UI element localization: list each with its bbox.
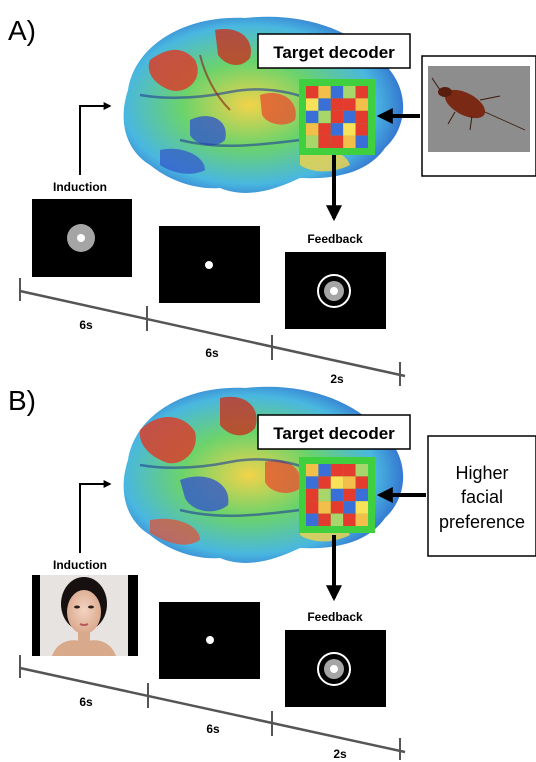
arrow-induction-to-brain xyxy=(79,480,112,553)
decoder-label-box xyxy=(257,414,411,450)
decoder-cell xyxy=(318,488,331,502)
duration-label: 6s xyxy=(206,722,220,736)
decoder-cell xyxy=(318,501,331,514)
feedback-ring xyxy=(317,274,351,308)
decoder-cell xyxy=(355,110,368,124)
duration-label: 2s xyxy=(333,747,347,761)
decoder-cell xyxy=(355,513,368,526)
decoder-cell xyxy=(355,135,368,148)
decoder-cell xyxy=(330,86,344,99)
decoder-cell xyxy=(318,110,331,124)
decoder-cell xyxy=(330,135,344,148)
decoder-cell xyxy=(318,86,331,99)
decoder-cell xyxy=(355,86,368,99)
fixation-dot xyxy=(206,636,214,644)
decoder-cell xyxy=(343,488,356,502)
duration-label: 2s xyxy=(330,372,344,386)
decoder-cell xyxy=(306,476,319,489)
decoder-cell xyxy=(306,488,319,502)
cockroach-photo xyxy=(428,66,530,152)
duration-label: 6s xyxy=(79,695,93,709)
decoder-cell xyxy=(330,98,344,111)
feedback-label: Feedback xyxy=(307,232,363,246)
decoder-cell xyxy=(318,464,331,477)
decoder-cell xyxy=(306,513,319,526)
decoder-cell xyxy=(330,123,344,136)
panel-label: A) xyxy=(8,15,36,46)
decoder-cell xyxy=(355,488,368,502)
fixation-dot xyxy=(77,234,85,242)
feedback-ring xyxy=(317,652,351,686)
decoder-cell xyxy=(330,464,344,477)
feedback-label: Feedback xyxy=(307,610,363,624)
timeline xyxy=(19,278,406,386)
decoder-grid xyxy=(299,457,375,533)
target-text-line: facial xyxy=(461,487,503,507)
decoder-cell xyxy=(343,513,356,526)
decoder-grid xyxy=(299,79,375,155)
decoder-cell xyxy=(306,86,319,99)
decoder-cell xyxy=(343,476,356,489)
fixation-dot xyxy=(330,287,338,295)
decoder-cell xyxy=(355,123,368,136)
decoder-cell xyxy=(306,98,319,111)
panel-label: B) xyxy=(8,385,36,416)
decoder-cell xyxy=(306,123,319,136)
decoder-cell xyxy=(343,464,356,477)
decoder-cell xyxy=(355,501,368,514)
decoder-cell xyxy=(306,464,319,477)
decoder-cell xyxy=(343,135,356,148)
decoder-cell xyxy=(330,110,344,124)
fixation-dot xyxy=(205,261,213,269)
decoder-cell xyxy=(355,464,368,477)
decoder-cell xyxy=(330,501,344,514)
decoder-label: Target decoder xyxy=(273,43,395,62)
target-text-box xyxy=(427,435,536,557)
target-text-line: Higher xyxy=(455,463,508,483)
decoder-label: Target decoder xyxy=(273,424,395,443)
decoder-cell xyxy=(343,86,356,99)
fixation-dot xyxy=(330,665,338,673)
decoder-cell xyxy=(306,110,319,124)
decoder-cell xyxy=(306,135,319,148)
panel-a: A) Target decoder xyxy=(8,15,536,386)
decoder-label-box xyxy=(257,33,411,69)
decoder-cell xyxy=(343,110,356,124)
timeline xyxy=(19,655,406,760)
decoder-cell xyxy=(318,98,331,111)
duration-label: 6s xyxy=(79,318,93,332)
decoder-cell xyxy=(343,123,356,136)
duration-label: 6s xyxy=(205,346,219,360)
decoder-cell xyxy=(318,123,331,136)
face-photo xyxy=(32,575,138,656)
decoder-cell xyxy=(318,135,331,148)
induction-label: Induction xyxy=(53,558,107,572)
decoder-cell xyxy=(343,98,356,111)
decoder-cell xyxy=(306,501,319,514)
arrow-induction-to-brain xyxy=(79,102,112,175)
decoder-cell xyxy=(355,98,368,111)
decoder-cell xyxy=(343,501,356,514)
decoder-cell xyxy=(318,513,331,526)
decoder-cell xyxy=(330,513,344,526)
decoder-cell xyxy=(330,476,344,489)
induction-label: Induction xyxy=(53,180,107,194)
decoder-cell xyxy=(330,488,344,502)
panel-b: B) Target decoder Higher facial preferen… xyxy=(8,385,536,761)
target-text-line: preference xyxy=(439,512,525,532)
decoder-cell xyxy=(318,476,331,489)
decoder-cell xyxy=(355,476,368,489)
